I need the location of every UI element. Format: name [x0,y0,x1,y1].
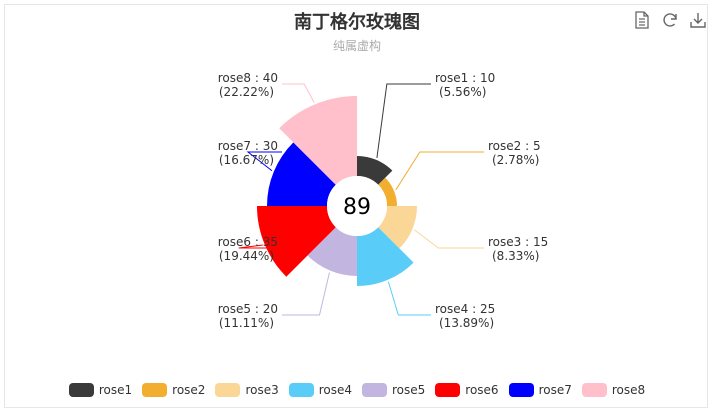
legend-swatch [581,383,607,397]
legend-label: rose7 [538,383,572,397]
chart-legend: rose1 rose2 rose3 rose4 rose5 rose6 rose7 rose8 [0,383,714,397]
legend-swatch [362,383,387,397]
label-line-rose7 [246,151,282,172]
rose-slice-rose3[interactable] [378,206,417,249]
legend-item-rose8[interactable]: rose8 [581,383,646,397]
legend-item-rose7[interactable]: rose7 [508,383,572,397]
label-line-rose1 [376,83,431,159]
slice-label-rose3: rose3 : 15 [488,235,548,249]
legend-label: rose8 [611,383,646,397]
label-line-rose4 [387,281,431,316]
center-label: 89 [343,195,371,220]
slice-percent-rose4: (13.89%) [439,316,494,330]
rose-slice-rose5[interactable] [307,227,357,276]
slice-label-rose2: rose2 : 5 [488,139,541,153]
label-line-rose5 [282,272,330,316]
label-line-rose6 [238,244,282,249]
slice-label-rose6: rose6 : 35 [218,235,278,249]
label-line-rose2 [395,151,484,191]
legend-label: rose2 [172,383,206,397]
slice-percent-rose5: (11.11%) [219,316,274,330]
slice-percent-rose8: (22.22%) [219,85,274,99]
legend-swatch [435,383,461,397]
legend-item-rose2[interactable]: rose2 [142,383,205,397]
rose-slice-rose7[interactable] [267,142,336,206]
legend-label: rose6 [465,383,499,397]
rose-slice-rose1[interactable] [357,156,393,185]
rose-slice-rose8[interactable] [279,96,357,185]
legend-item-rose6[interactable]: rose6 [435,383,499,397]
refresh-icon[interactable] [660,10,680,30]
center-circle [327,176,387,236]
chart-title: 南丁格尔玫瑰图 [294,12,420,33]
legend-item-rose1[interactable]: rose1 [68,383,133,397]
slice-percent-rose6: (19.44%) [219,249,274,263]
legend-item-rose5[interactable]: rose5 [362,383,425,397]
slice-percent-rose7: (16.67%) [219,153,274,167]
legend-label: rose1 [98,383,133,397]
slice-label-rose5: rose5 : 20 [218,302,278,316]
legend-swatch [508,383,534,397]
rose-slice-rose4[interactable] [357,227,414,286]
slice-percent-rose2: (2.78%) [492,153,539,167]
rose-slice-rose6[interactable] [257,206,336,277]
legend-swatch [288,383,314,397]
legend-swatch [142,383,168,397]
slice-label-rose1: rose1 : 10 [435,71,495,85]
legend-label: rose4 [318,383,352,397]
chart-subtitle: 纯属虚构 [332,39,381,53]
chart-toolbar [632,10,708,30]
slice-label-rose4: rose4 : 25 [435,302,495,316]
legend-label: rose5 [392,383,426,397]
document-icon[interactable] [632,10,652,30]
label-line-rose8 [282,83,315,103]
legend-swatch [68,383,94,397]
legend-label: rose3 [245,383,279,397]
label-line-rose3 [413,229,484,249]
legend-swatch [215,383,241,397]
slice-percent-rose1: (5.56%) [439,85,486,99]
slice-percent-rose3: (8.33%) [492,249,539,263]
legend-item-rose4[interactable]: rose4 [288,383,352,397]
slice-label-rose8: rose8 : 40 [218,71,278,85]
download-icon[interactable] [688,10,708,30]
legend-item-rose3[interactable]: rose3 [215,383,279,397]
slice-label-rose7: rose7 : 30 [218,139,278,153]
rose-slice-rose2[interactable] [378,177,397,206]
